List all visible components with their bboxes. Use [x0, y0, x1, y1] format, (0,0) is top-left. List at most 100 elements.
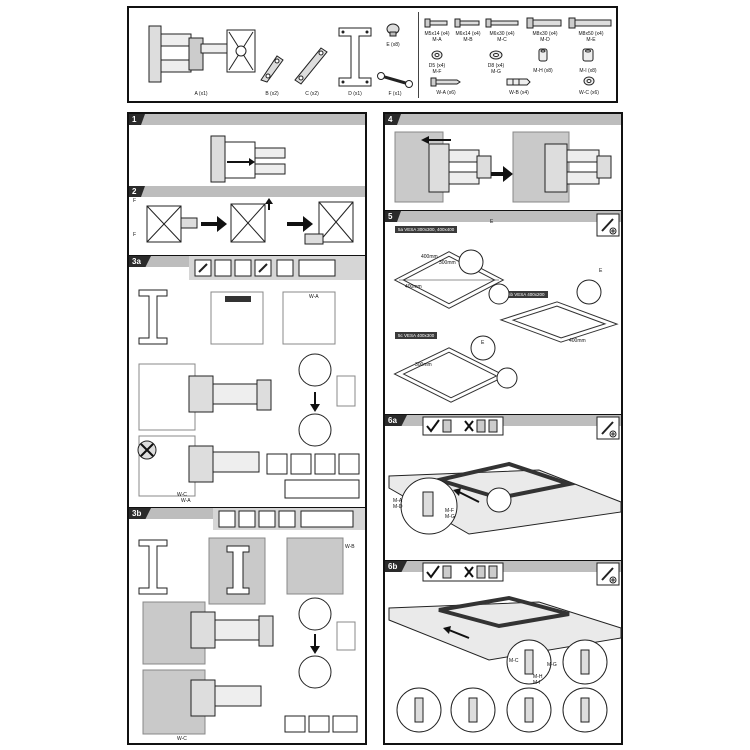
step-3b-label-wc: W-C [177, 736, 187, 742]
washer-m-f-id: M-F [432, 69, 442, 75]
part-e-screw-cap-illustration [386, 23, 400, 37]
screw-m-d-size: M8x30 (x4) [532, 31, 558, 37]
step-5-label-e2: E [599, 268, 603, 274]
step-3a-tool-strip [189, 256, 365, 280]
washer-m-f-icon [431, 50, 443, 60]
parts-divider [418, 12, 419, 98]
step-3a-label-wa: W-A [309, 294, 319, 300]
step-6b-label-mi: M-I [533, 680, 541, 686]
spacer-m-h-icon [538, 48, 548, 62]
screw-m-b-icon [454, 18, 480, 28]
left-steps-panel: 1 2 F F 3a [127, 112, 367, 745]
step-2-label-f: F [133, 198, 137, 204]
step-6b-tool-icon [596, 562, 620, 586]
part-e-label: E (x8) [386, 42, 400, 48]
step-6a-label-mg: M-G [445, 514, 455, 520]
step-4-number: 4 [385, 114, 401, 125]
step-6a-label-mf: M-F [445, 508, 454, 514]
step-3b-illustration [138, 537, 358, 735]
step-5-label-e1: E [490, 219, 494, 225]
step-5a-dim-3: 400mm [405, 284, 422, 290]
part-f-wrench-illustration [377, 72, 413, 88]
screw-m-d-icon [526, 17, 562, 29]
screw-m-d-id: M-D [540, 37, 550, 43]
screw-m-e-id: M-E [586, 37, 596, 43]
step-6b-illustration [388, 595, 622, 733]
step-5-illustration [393, 249, 619, 403]
step-5b-title: 5b VESA 400x200 [505, 291, 548, 298]
washer-m-f-size: D5 (x4) [428, 63, 446, 69]
spacer-m-i-id: M-I (x8) [579, 68, 597, 74]
step-5-number: 5 [385, 211, 401, 222]
screw-m-a-icon [424, 18, 448, 28]
step-6a-label-md: M-D [393, 504, 403, 510]
parts-list-panel: A (x1) B (x2) C (x2) D (x1) E (x8) F (x1… [127, 6, 618, 103]
part-c-bracket-illustration [294, 47, 328, 85]
wall-anchor-w-b-label: W-B (x4) [509, 90, 529, 96]
step-3b-number: 3b [129, 508, 151, 519]
step-6a-label-ma: M-A [393, 498, 403, 504]
step-6b-label-mg: M-G [547, 662, 557, 668]
part-d-wall-plate-illustration [338, 27, 372, 87]
step-3b-label-wb: W-B [345, 544, 355, 550]
part-b-bracket-illustration [260, 55, 284, 83]
screw-m-e-icon [568, 17, 612, 29]
washer-m-g-size: D8 (x4) [487, 63, 505, 69]
screw-m-b-id: M-B [463, 37, 473, 43]
step-5c-dim: 300mm [415, 362, 432, 368]
part-c-label: C (x2) [305, 91, 319, 97]
step-3a-illustration [137, 289, 360, 499]
step-1-number: 1 [129, 114, 145, 125]
part-d-label: D (x1) [348, 91, 362, 97]
step-5b-dim: 400mm [569, 338, 586, 344]
step-2-label-f2: F [133, 232, 137, 238]
step-6a-number: 6a [385, 415, 407, 426]
step-1-header: 1 [129, 114, 365, 125]
washer-w-c-icon [583, 76, 595, 86]
screw-m-a-id: M-A [432, 37, 442, 43]
spacer-m-h-id: M-H (x8) [533, 68, 553, 74]
screw-m-b-size: M6x14 (x4) [455, 31, 481, 37]
step-5-tool-icon [596, 213, 620, 237]
washer-m-g-id: M-G [491, 69, 501, 75]
screw-m-c-id: M-C [497, 37, 507, 43]
step-5a-title: 5a VESA 300x300, 400x400 [395, 226, 458, 233]
wall-anchor-w-b-icon [506, 78, 531, 86]
step-6b-option-strip [422, 562, 504, 582]
step-2-illustration [146, 198, 354, 245]
step-4-header: 4 [385, 114, 621, 125]
screw-m-c-icon [485, 18, 519, 28]
wall-screw-w-a-icon [430, 77, 461, 87]
part-b-label: B (x2) [265, 91, 279, 97]
step-2-number: 2 [129, 186, 145, 197]
step-5c-title: 5c VESA 400x300 [395, 332, 438, 339]
right-steps-panel: 4 5 5a VESA 300x300, 400x400 5b VESA 400… [383, 112, 623, 745]
screw-m-c-size: M6x30 (x4) [489, 31, 515, 37]
step-3a-label-wc: W-C [177, 492, 187, 498]
screw-m-e-size: M8x50 (x4) [578, 31, 604, 37]
step-6b-label-mc: M-C [509, 658, 519, 664]
step-3a-number: 3a [129, 256, 151, 267]
screw-m-a-size: M5x14 (x4) [424, 31, 450, 37]
step-2-header: 2 [129, 186, 365, 197]
step-1-illustration [210, 135, 286, 183]
washer-m-g-icon [489, 50, 503, 60]
step-6b-number: 6b [385, 561, 407, 572]
step-5a-dim-2: 300mm [439, 260, 456, 266]
step-6a-tool-icon [596, 416, 620, 440]
step-3a-label-wa2: W-A [181, 498, 191, 504]
spacer-m-i-icon [582, 48, 594, 62]
wall-screw-w-a-label: W-A (x6) [436, 90, 456, 96]
washer-w-c-label: W-C (x6) [579, 90, 599, 96]
step-5a-dim-1: 400mm [421, 254, 438, 260]
part-f-label: F (x1) [388, 91, 402, 97]
part-a-label: A (x1) [194, 91, 208, 97]
step-5-header: 5 [385, 211, 621, 222]
step-3b-tool-strip [213, 508, 365, 530]
step-6a-illustration [388, 461, 622, 535]
step-4-illustration [394, 131, 612, 203]
step-6b-label-mh: M-H [533, 674, 543, 680]
step-6a-option-strip [422, 416, 504, 436]
step-5-label-e3: E [481, 340, 485, 346]
part-a-arm-illustration [148, 25, 256, 83]
